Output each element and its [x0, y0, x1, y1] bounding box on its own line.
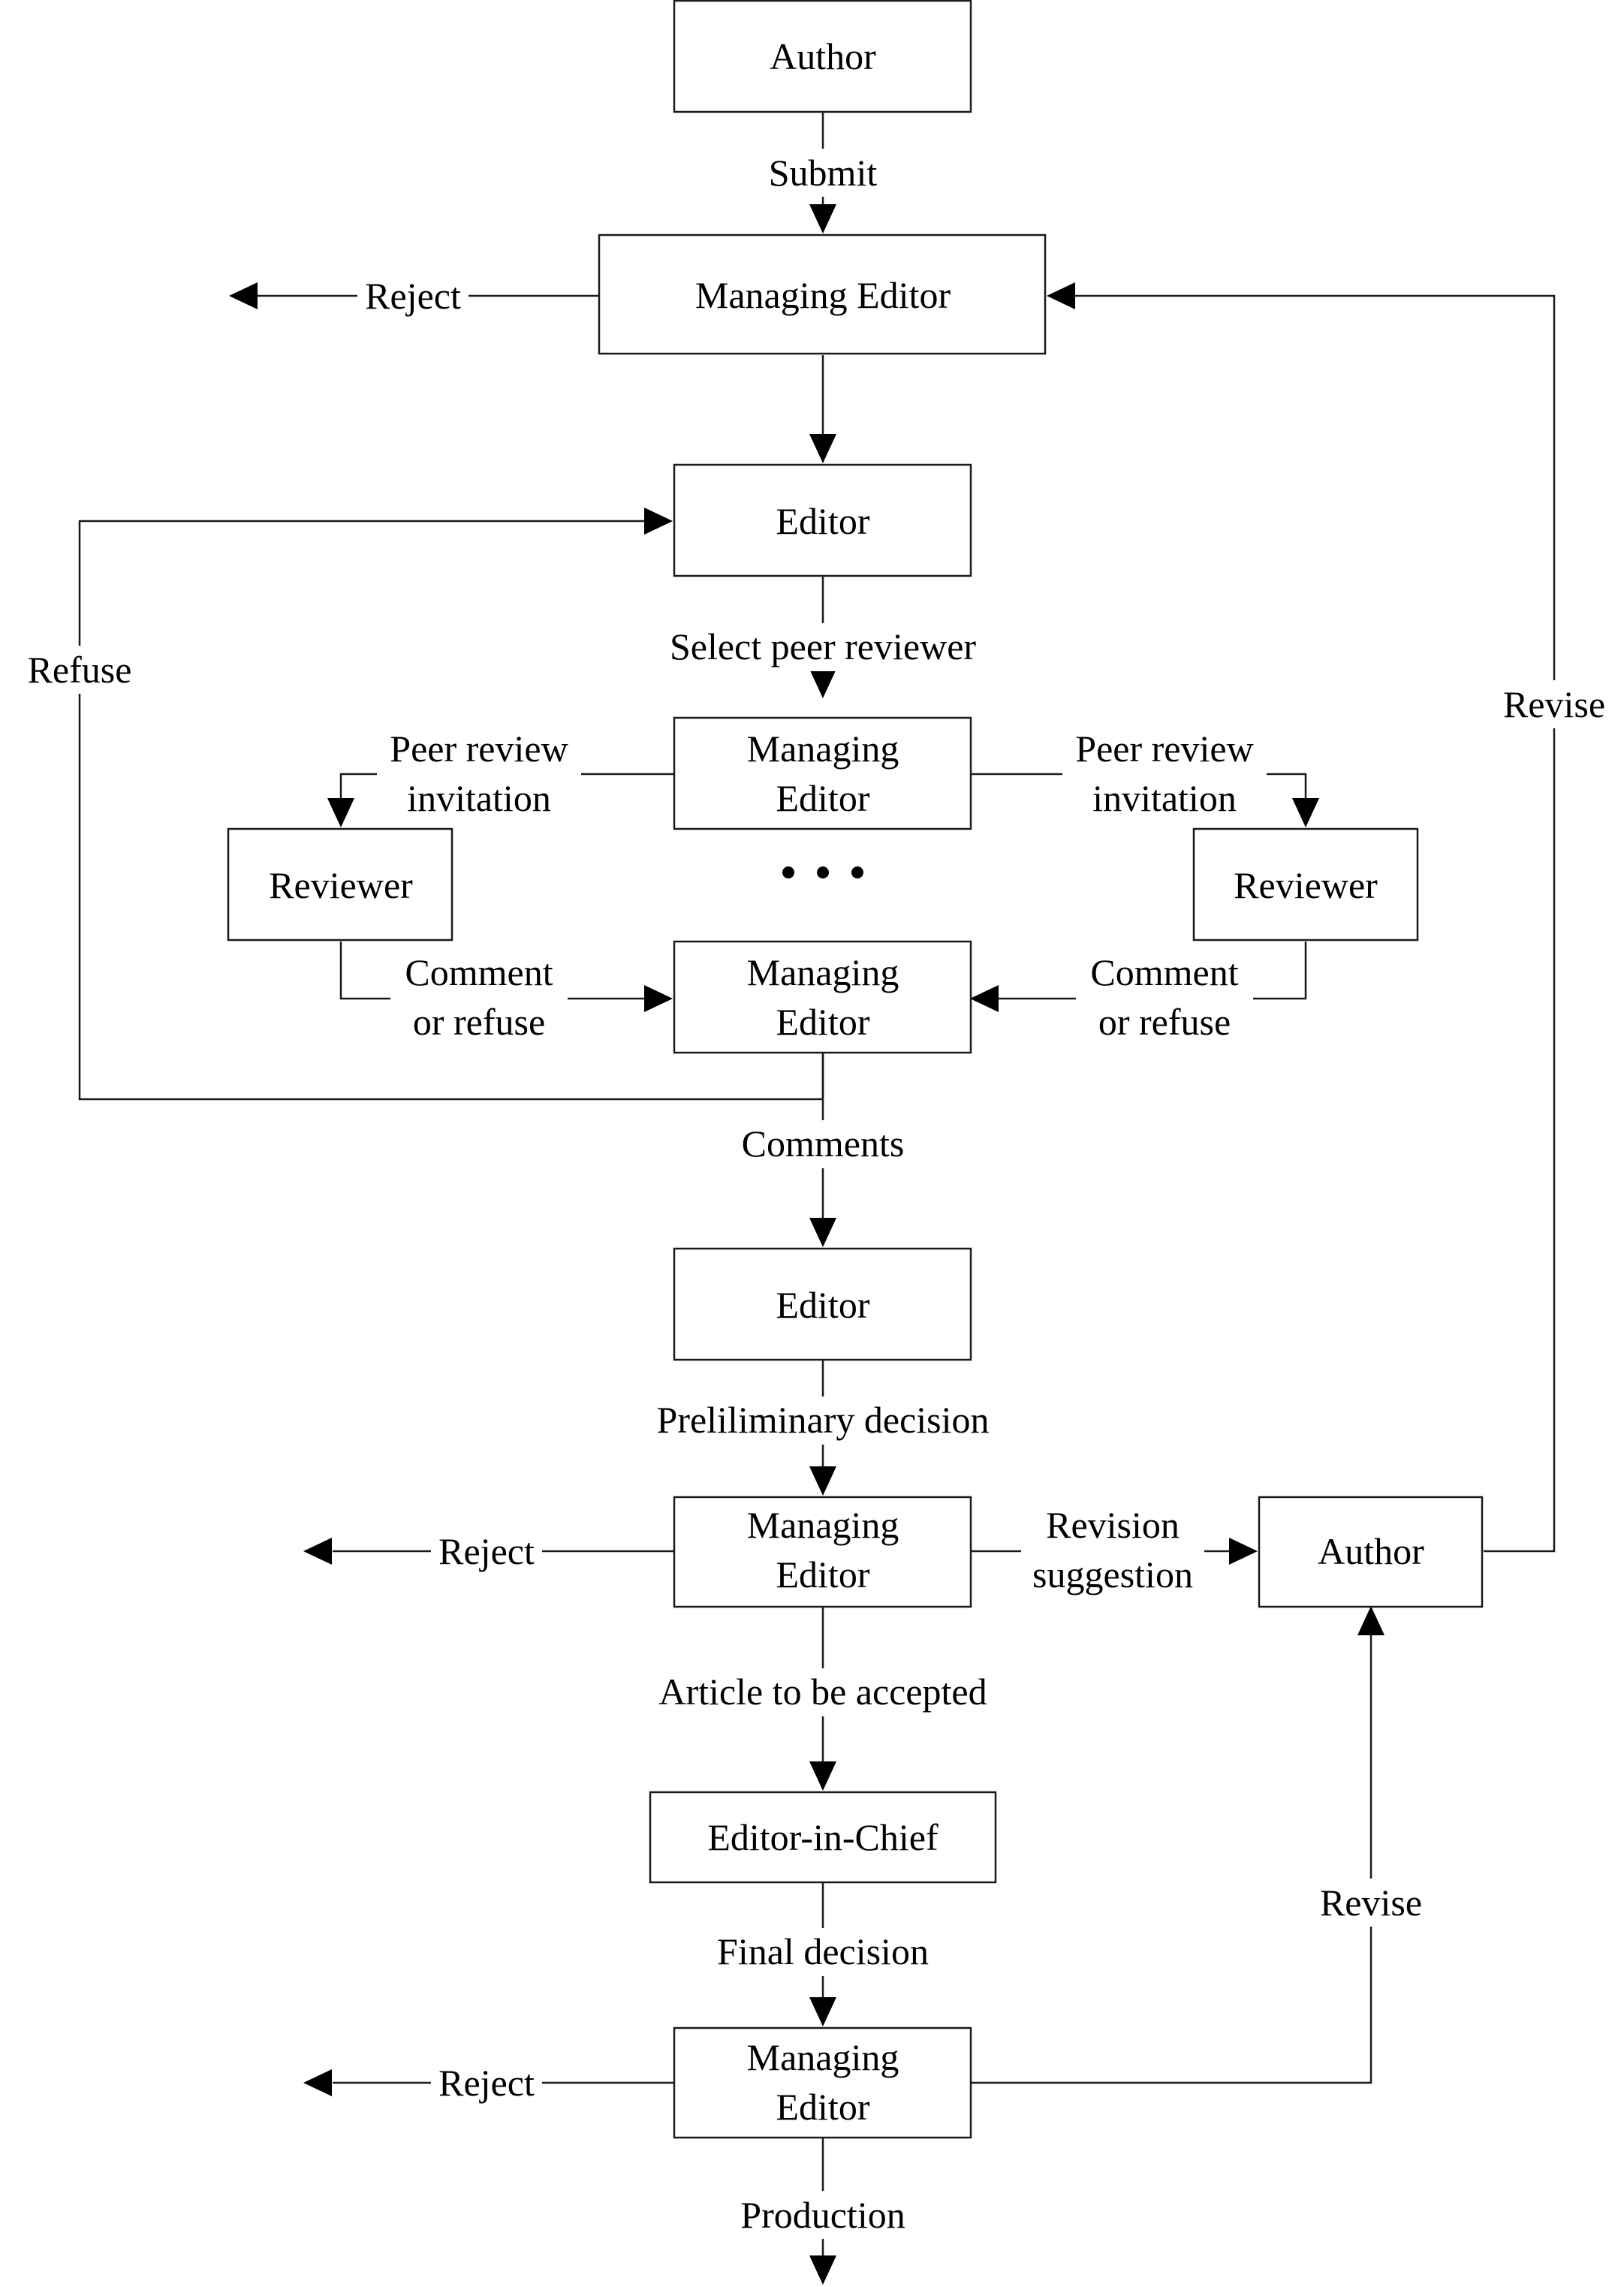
- arrowhead-up: [1357, 1606, 1384, 1635]
- node-managing-editor-5-line2: Editor: [776, 2086, 870, 2128]
- label-preliminary-decision-text: Preliliminary decision: [657, 1399, 990, 1441]
- label-article-to-be-accepted-text: Article to be accepted: [658, 1671, 987, 1713]
- node-editor-2-label: Editor: [776, 1284, 870, 1326]
- label-reject-2-text: Reject: [438, 1530, 535, 1572]
- node-managing-editor-3: Managing Editor: [673, 940, 972, 1054]
- arrowhead-down: [327, 798, 354, 827]
- node-managing-editor-3-line2: Editor: [776, 1001, 870, 1043]
- arrowhead-down: [809, 434, 836, 463]
- ellipsis-dot: [817, 866, 829, 878]
- label-reject-3: Reject: [431, 2059, 542, 2107]
- node-reviewer-left-label: Reviewer: [269, 864, 413, 906]
- label-peer-review-invitation-right-line1: Peer review: [1075, 728, 1253, 770]
- label-select-peer-reviewer-text: Select peer reviewer: [670, 625, 976, 667]
- node-author-top-label: Author: [770, 35, 876, 77]
- connector-revise-bottom: [971, 1635, 1372, 2084]
- label-comment-or-refuse-right: Comment or refuse: [1076, 949, 1253, 1047]
- arrowhead-left: [303, 2069, 332, 2096]
- arrowhead-down: [809, 669, 836, 698]
- ellipsis-dot: [782, 866, 794, 878]
- label-peer-review-invitation-left-line2: invitation: [407, 777, 551, 819]
- label-submit: Submit: [756, 149, 890, 197]
- label-revise-bottom-text: Revise: [1320, 1882, 1422, 1924]
- arrowhead-down: [809, 2255, 836, 2285]
- node-editor-in-chief-label: Editor-in-Chief: [707, 1816, 939, 1858]
- arrowhead-down: [809, 1997, 836, 2026]
- label-revision-suggestion-line1: Revision: [1046, 1504, 1180, 1546]
- label-comment-or-refuse-right-line2: or refuse: [1098, 1001, 1231, 1043]
- label-comment-or-refuse-right-line1: Comment: [1090, 951, 1238, 993]
- label-final-decision: Final decision: [695, 1928, 951, 1976]
- label-production: Production: [725, 2191, 920, 2239]
- node-editor-2: Editor: [673, 1247, 972, 1361]
- node-managing-editor-4-line2: Editor: [776, 1553, 870, 1595]
- arrowhead-left: [1047, 282, 1075, 309]
- ellipsis-dot: [851, 866, 863, 878]
- label-preliminary-decision: Preliliminary decision: [634, 1397, 1012, 1445]
- node-managing-editor-1-label: Managing Editor: [695, 274, 951, 316]
- label-refuse: Refuse: [20, 646, 141, 694]
- arrowhead-left: [970, 985, 999, 1012]
- node-managing-editor-5: Managing Editor: [673, 2026, 972, 2139]
- node-managing-editor-2: Managing Editor: [673, 716, 972, 830]
- label-comment-or-refuse-left-line1: Comment: [405, 951, 553, 993]
- arrowhead-down: [809, 204, 836, 234]
- arrowhead-down: [809, 1466, 836, 1496]
- arrowheads: [229, 204, 1384, 2285]
- label-revise-top: Revise: [1494, 680, 1614, 728]
- label-revision-suggestion-line2: suggestion: [1032, 1553, 1193, 1595]
- label-reject-1: Reject: [357, 272, 469, 320]
- label-comments-text: Comments: [742, 1122, 905, 1165]
- node-managing-editor-4: Managing Editor: [673, 1496, 972, 1608]
- label-article-to-be-accepted: Article to be accepted: [634, 1668, 1012, 1716]
- arrowhead-left: [303, 1538, 332, 1565]
- node-reviewer-right: Reviewer: [1192, 827, 1419, 942]
- node-author-top: Author: [673, 0, 972, 113]
- node-author-right: Author: [1258, 1496, 1484, 1608]
- arrowhead-left: [229, 282, 258, 309]
- arrowhead-right: [644, 508, 673, 535]
- node-managing-editor-3-line1: Managing: [747, 951, 899, 993]
- arrowhead-down: [809, 1761, 836, 1791]
- label-revise-bottom: Revise: [1311, 1879, 1431, 1927]
- label-peer-review-invitation-left: Peer review invitation: [377, 725, 581, 823]
- label-comment-or-refuse-left-line2: or refuse: [413, 1001, 545, 1043]
- node-managing-editor-4-line1: Managing: [747, 1504, 899, 1546]
- label-final-decision-text: Final decision: [717, 1930, 929, 1972]
- label-peer-review-invitation-left-line1: Peer review: [390, 728, 568, 770]
- label-submit-text: Submit: [769, 152, 878, 194]
- label-reject-3-text: Reject: [438, 2062, 535, 2104]
- node-managing-editor-2-line2: Editor: [776, 777, 870, 819]
- nodes: Author Managing Editor Editor Managing E…: [227, 0, 1484, 2139]
- arrowhead-down: [809, 1218, 836, 1247]
- arrowhead-down: [1292, 798, 1319, 827]
- label-comments: Comments: [728, 1120, 918, 1168]
- label-peer-review-invitation-right: Peer review invitation: [1062, 725, 1267, 823]
- node-editor-1: Editor: [673, 463, 972, 577]
- node-managing-editor-5-line1: Managing: [747, 2036, 899, 2078]
- node-editor-in-chief: Editor-in-Chief: [649, 1791, 997, 1884]
- label-reject-2: Reject: [431, 1527, 542, 1575]
- node-managing-editor-2-line1: Managing: [747, 728, 899, 770]
- node-reviewer-left: Reviewer: [227, 827, 453, 942]
- label-refuse-text: Refuse: [28, 649, 132, 691]
- node-editor-1-label: Editor: [776, 500, 870, 542]
- label-revise-top-text: Revise: [1503, 683, 1605, 725]
- label-reject-1-text: Reject: [365, 275, 461, 317]
- node-author-right-label: Author: [1318, 1530, 1424, 1572]
- ellipsis-more-reviewers: [782, 866, 863, 878]
- label-revision-suggestion: Revision suggestion: [1021, 1502, 1204, 1599]
- label-peer-review-invitation-right-line2: invitation: [1092, 777, 1237, 819]
- arrowhead-right: [644, 985, 673, 1012]
- label-production-text: Production: [740, 2194, 905, 2236]
- arrowhead-right: [1229, 1538, 1258, 1565]
- node-reviewer-right-label: Reviewer: [1234, 864, 1378, 906]
- connector-revise-top: [1075, 294, 1556, 1553]
- edge-labels: Submit Reject Select peer reviewer Refus…: [20, 149, 1614, 2239]
- node-managing-editor-1: Managing Editor: [598, 234, 1047, 355]
- label-select-peer-reviewer: Select peer reviewer: [647, 623, 999, 671]
- label-comment-or-refuse-left: Comment or refuse: [390, 949, 568, 1047]
